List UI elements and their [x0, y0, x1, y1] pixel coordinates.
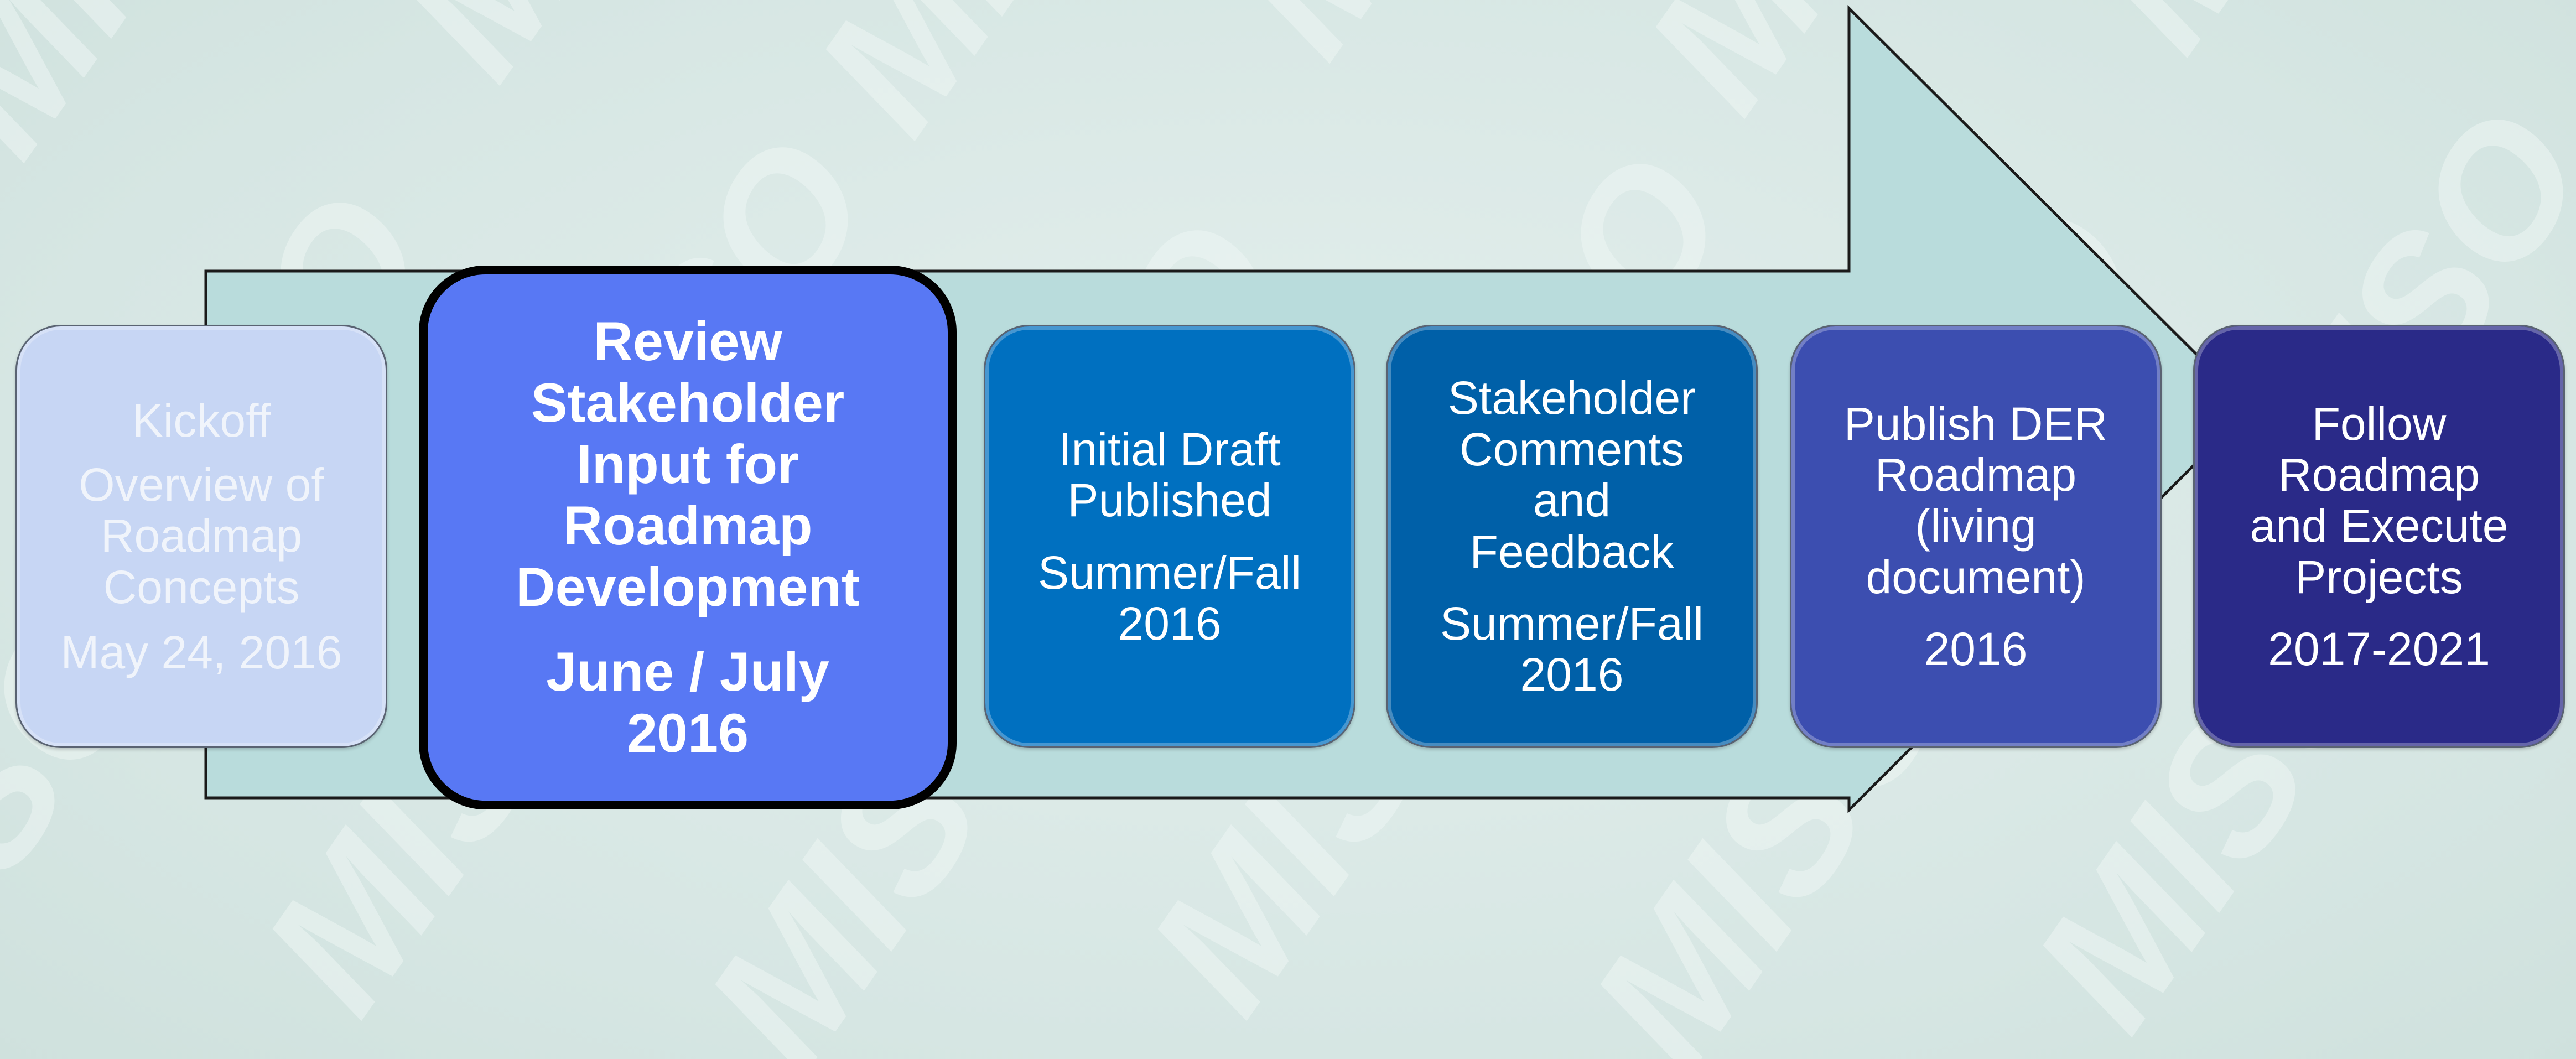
step-follow-roadmap: Follow Roadmap and Execute Projects 2017… — [2193, 325, 2565, 748]
step-review-stakeholder-input: Review Stakeholder Input for Roadmap Dev… — [419, 266, 957, 809]
step-title: Review Stakeholder Input for Roadmap Dev… — [516, 310, 860, 617]
step-date: Summer/Fall 2016 — [1440, 597, 1704, 701]
step-kickoff: Kickoff Overview of Roadmap Concepts May… — [15, 325, 387, 748]
step-title: Stakeholder Comments and Feedback — [1447, 372, 1696, 578]
step-title: Initial Draft Published — [1058, 423, 1281, 527]
step-date: May 24, 2016 — [60, 626, 342, 679]
step-date: 2016 — [1924, 623, 2028, 676]
step-date: Summer/Fall 2016 — [1037, 546, 1302, 650]
step-date: June / July 2016 — [546, 640, 829, 764]
step-initial-draft-published: Initial Draft Published Summer/Fall 2016 — [984, 325, 1355, 748]
step-title: Follow Roadmap and Execute Projects — [2250, 397, 2509, 603]
step-stakeholder-comments: Stakeholder Comments and Feedback Summer… — [1386, 325, 1758, 748]
step-publish-der-roadmap: Publish DER Roadmap (living document) 20… — [1790, 325, 2162, 748]
step-title: Kickoff — [132, 394, 271, 447]
step-title: Publish DER Roadmap (living document) — [1843, 397, 2108, 603]
step-description: Overview of Roadmap Concepts — [79, 458, 324, 613]
step-date: 2017-2021 — [2268, 623, 2490, 676]
